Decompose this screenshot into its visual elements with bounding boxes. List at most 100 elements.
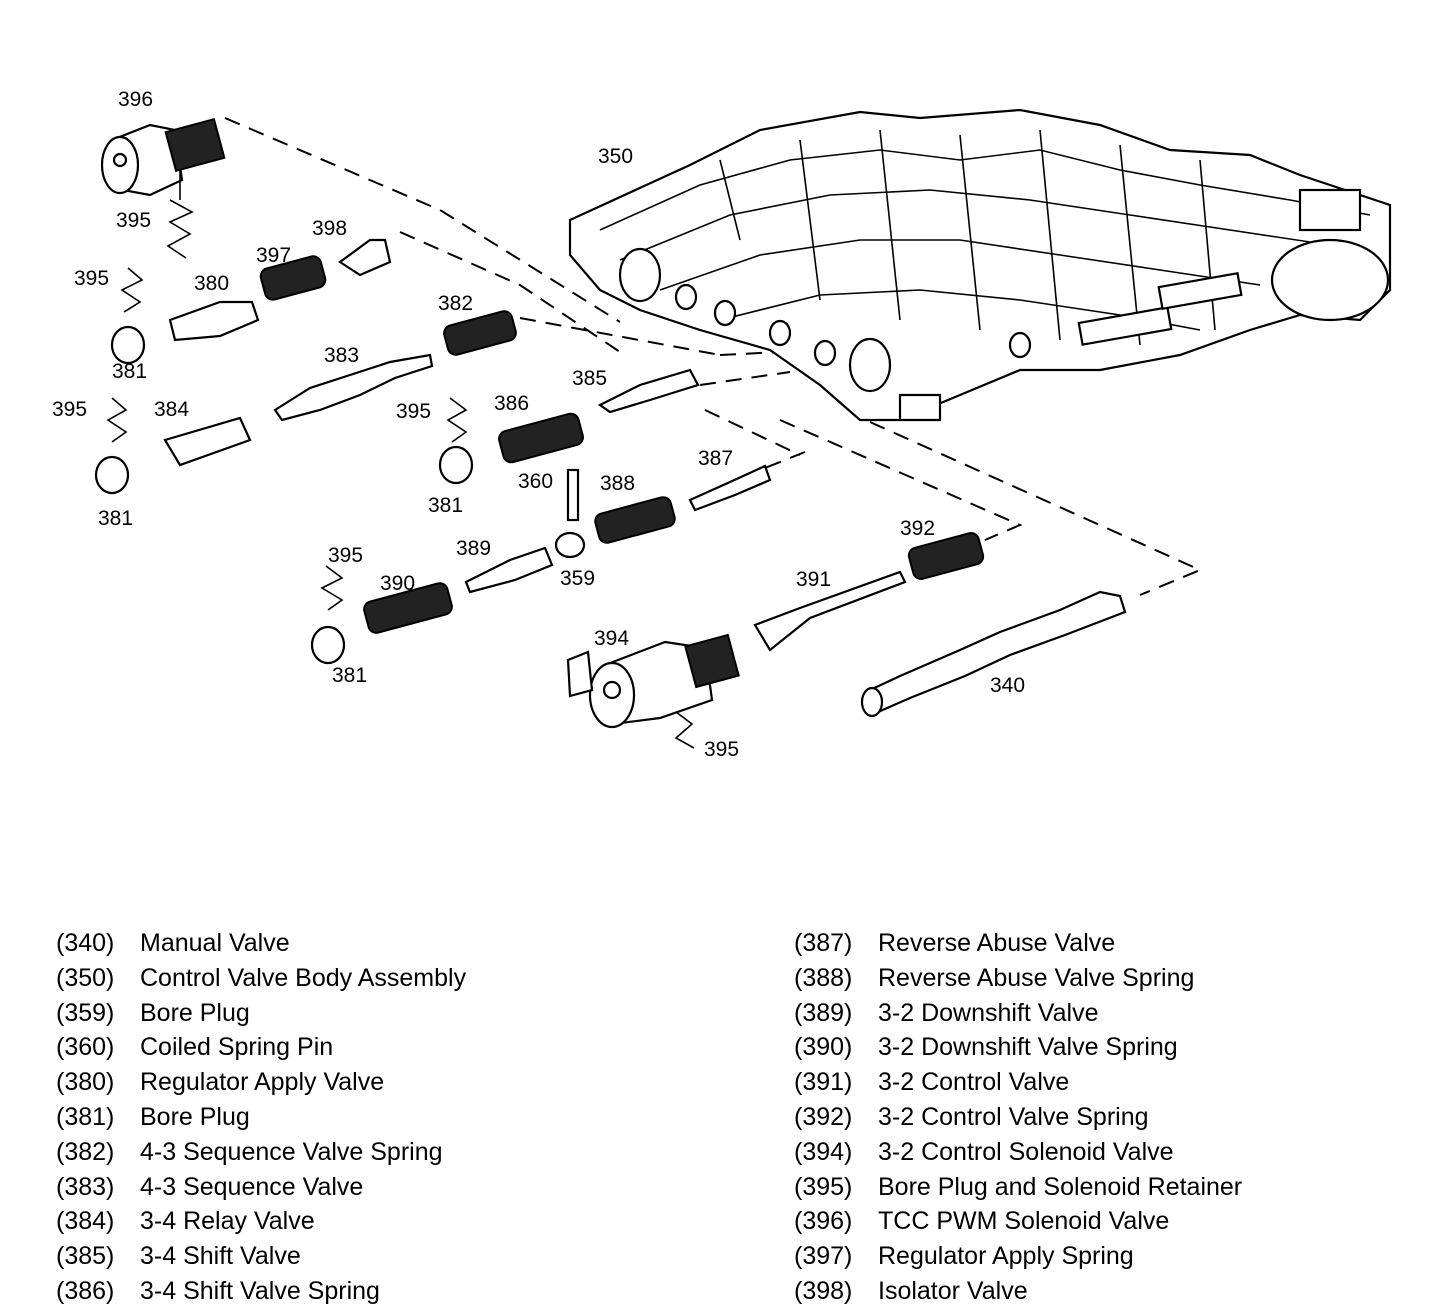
legend-name: 4-3 Sequence Valve — [140, 1172, 364, 1201]
legend-name: Reverse Abuse Valve — [878, 929, 1116, 957]
callout-395: 395 — [396, 400, 431, 423]
legend-item: (383) 4-3 Sequence Valve — [56, 1170, 466, 1205]
legend-name: Regulator Apply Valve — [140, 1068, 385, 1097]
legend-item: (350) Control Valve Body Assembly — [56, 961, 466, 996]
legend-item: (387) Reverse Abuse Valve — [794, 926, 1242, 961]
legend-number: (340) — [56, 929, 115, 957]
callout-388: 388 — [600, 472, 635, 495]
legend-item: (391)3-2 Control Valve — [794, 1065, 1242, 1100]
legend-number: (380) — [56, 1068, 115, 1097]
regulator-apply-spring-397 — [259, 255, 327, 301]
legend-name: 3-2 Control Solenoid Valve — [878, 1137, 1174, 1166]
legend-item: (395) Bore Plug and Solenoid Retainer — [794, 1170, 1242, 1205]
legend-item: (382)4-3 Sequence Valve Spring — [56, 1135, 466, 1170]
callout-380: 380 — [194, 272, 229, 295]
control-valve-body-assembly — [568, 108, 1392, 422]
legend-number: (389) — [794, 998, 853, 1027]
callout-359: 359 — [560, 567, 595, 590]
control-solenoid-valve-394 — [566, 633, 740, 729]
legend-name: TCC PWM Solenoid Valve — [878, 1207, 1170, 1236]
legend-number: (395) — [794, 1172, 853, 1201]
legend-number: (396) — [794, 1207, 853, 1236]
callout-384: 384 — [154, 398, 189, 421]
legend-name: 3-4 Shift Valve — [140, 1242, 301, 1271]
legend-number: (394) — [794, 1137, 853, 1166]
legend-item: (386)3-4 Shift Valve Spring — [56, 1274, 466, 1309]
callout-389: 389 — [456, 537, 491, 560]
reverse-abuse-valve-387-and-spring-388 — [594, 464, 772, 544]
legend-name: Reverse Abuse Valve Spring — [878, 963, 1195, 992]
control-valve-391-and-spring-392 — [753, 532, 985, 652]
shift-valve-spring-386 — [438, 412, 584, 485]
legend-item: (397)Regulator Apply Spring — [794, 1239, 1242, 1274]
parts-legend-right: (387) Reverse Abuse Valve (388) Reverse Ab… — [794, 926, 1242, 1309]
legend-number: (350) — [56, 963, 115, 992]
legend-item: (396) TCC PWM Solenoid Valve — [794, 1204, 1242, 1239]
callout-392: 392 — [900, 517, 935, 540]
legend-number: (383) — [56, 1172, 115, 1201]
sequence-valve-383 — [273, 353, 434, 422]
legend-number: (386) — [56, 1276, 115, 1305]
legend-name: 4-3 Sequence Valve Spring — [140, 1137, 443, 1166]
downshift-valve-389-and-spring-390-and-plug-359 — [310, 531, 586, 665]
callout-395: 395 — [52, 398, 87, 421]
callout-396: 396 — [118, 88, 153, 111]
callout-381: 381 — [112, 360, 147, 383]
coiled-spring-pin-360 — [566, 468, 580, 522]
callout-387: 387 — [698, 447, 733, 470]
callout-381: 381 — [428, 494, 463, 517]
legend-name: 3-2 Control Valve — [878, 1068, 1070, 1097]
legend-item: (394) 3-2 Control Solenoid Valve — [794, 1135, 1242, 1170]
legend-item: (380) Regulator Apply Valve — [56, 1065, 466, 1100]
callout-395: 395 — [116, 209, 151, 232]
callout-398: 398 — [312, 217, 347, 240]
legend-item: (360)Coiled Spring Pin — [56, 1030, 466, 1065]
isolator-valve-398 — [338, 238, 392, 277]
legend-name: 3-2 Downshift Valve — [878, 998, 1099, 1027]
callout-394: 394 — [594, 627, 629, 650]
legend-item: (381)Bore Plug — [56, 1100, 466, 1135]
legend-item: (385)3-4 Shift Valve — [56, 1239, 466, 1274]
callout-360: 360 — [518, 470, 553, 493]
legend-name: 3-4 Relay Valve — [140, 1207, 315, 1236]
manual-valve-340 — [860, 590, 1127, 718]
callout-381: 381 — [98, 507, 133, 530]
tcc-pwm-solenoid-valve-396 — [100, 117, 226, 200]
callout-397: 397 — [256, 244, 291, 267]
callout-383: 383 — [324, 344, 359, 367]
legend-number: (390) — [794, 1033, 853, 1062]
legend-name: Bore Plug and Solenoid Retainer — [878, 1172, 1243, 1201]
callout-350: 350 — [598, 145, 633, 168]
callout-labels: 396 395 398 397 395 380 381 382 383 350 … — [52, 88, 1025, 761]
callout-340: 340 — [990, 674, 1025, 697]
callout-382: 382 — [438, 292, 473, 315]
assembly-dashed-lines — [224, 117, 1203, 596]
legend-name: Control Valve Body Assembly — [140, 963, 467, 992]
legend-number: (384) — [56, 1207, 115, 1236]
callout-390: 390 — [380, 572, 415, 595]
regulator-apply-valve-380 — [110, 300, 260, 365]
callout-391: 391 — [796, 568, 831, 591]
legend-name: Bore Plug — [140, 998, 250, 1027]
legend-item: (384) 3-4 Relay Valve — [56, 1204, 466, 1239]
legend-number: (387) — [794, 929, 853, 957]
parts-legend-left: (340) Manual Valve (350) Control Valve Bod… — [56, 926, 466, 1309]
shift-valve-385 — [597, 368, 700, 414]
legend-item: (392)3-2 Control Valve Spring — [794, 1100, 1242, 1135]
callout-381: 381 — [332, 664, 367, 687]
legend-name: Manual Valve — [140, 929, 290, 957]
exploded-view-diagram: 396 395 398 397 395 380 381 382 383 350 … — [52, 88, 1392, 761]
legend-name: Bore Plug — [140, 1102, 250, 1131]
legend-name: 3-2 Control Valve Spring — [878, 1102, 1149, 1131]
legend-number: (388) — [794, 963, 853, 992]
legend-item: (398)Isolator Valve — [794, 1274, 1242, 1309]
callout-395: 395 — [328, 544, 363, 567]
legend-name: Regulator Apply Spring — [878, 1242, 1134, 1271]
legend-item: (340) Manual Valve — [56, 926, 466, 961]
sequence-valve-spring-382 — [443, 310, 517, 356]
legend-number: (360) — [56, 1033, 115, 1062]
legend-item: (388) Reverse Abuse Valve Spring — [794, 961, 1242, 996]
callout-386: 386 — [494, 392, 529, 415]
callout-395: 395 — [704, 738, 739, 761]
legend-item: (390)3-2 Downshift Valve Spring — [794, 1030, 1242, 1065]
